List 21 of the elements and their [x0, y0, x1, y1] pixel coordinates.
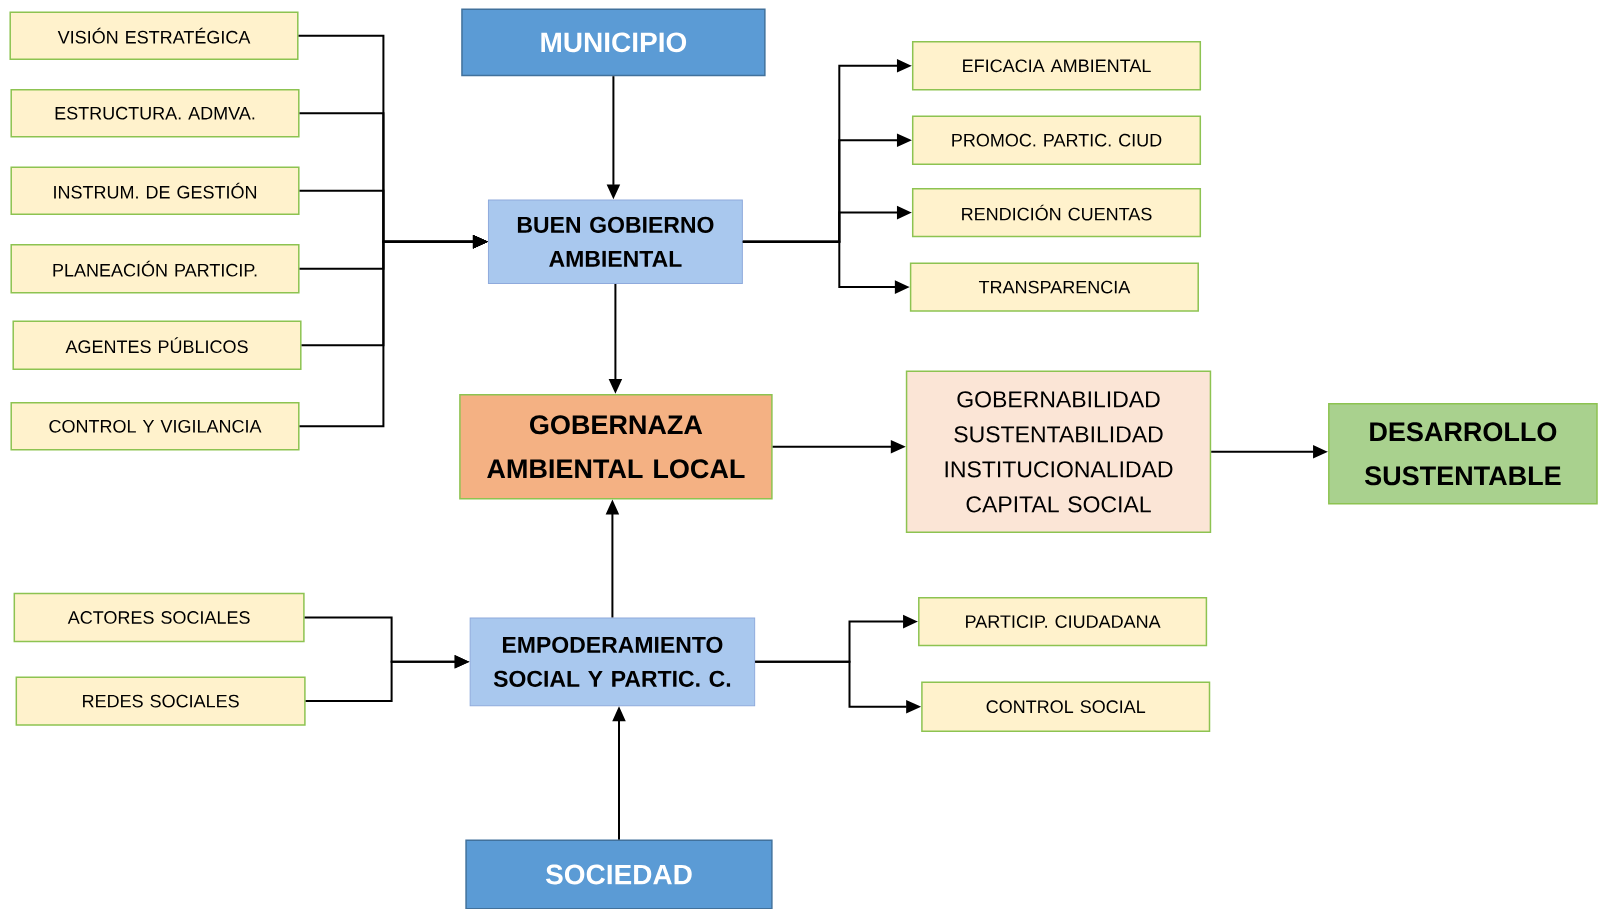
item-box: PARTICIP. CIUDADANA [918, 596, 1208, 647]
item-box: TRANSPARENCIA [909, 262, 1199, 312]
item-box: CONTROL Y VIGILANCIA [10, 402, 300, 451]
item-box: ACTORES SOCIALES [13, 592, 305, 643]
item-box: VISIÓN ESTRATÉGICA [9, 11, 299, 60]
item-box: PLANEACIÓN PARTICIP. [10, 244, 300, 294]
item-box: REDES SOCIALES [15, 676, 306, 726]
item-box: RENDICIÓN CUENTAS [911, 187, 1202, 238]
process-box: EMPODERAMIENTO SOCIAL Y PARTIC. C. [469, 617, 756, 707]
goal-box: DESARROLLO SUSTENTABLE [1328, 403, 1598, 505]
item-box: INSTRUM. DE GESTIÓN [10, 166, 300, 215]
item-box: EFICACIA AMBIENTAL [911, 41, 1202, 91]
result-box: GOBERNABILIDAD SUSTENTABILIDAD INSTITUCIONALIDAD CAPITAL SOCIAL [905, 370, 1212, 534]
item-box: AGENTES PÚBLICOS [12, 320, 302, 370]
item-box: ESTRUCTURA. ADMVA. [10, 89, 300, 138]
item-box: PROMOC. PARTIC. CIUD [911, 115, 1202, 165]
item-box: CONTROL SOCIAL [921, 681, 1211, 732]
entity-box: SOCIEDAD [465, 839, 773, 909]
entity-box: MUNICIPIO [461, 8, 766, 77]
process-box: GOBERNAZA AMBIENTAL LOCAL [459, 393, 773, 500]
process-box: BUEN GOBIERNO AMBIENTAL [487, 199, 743, 284]
